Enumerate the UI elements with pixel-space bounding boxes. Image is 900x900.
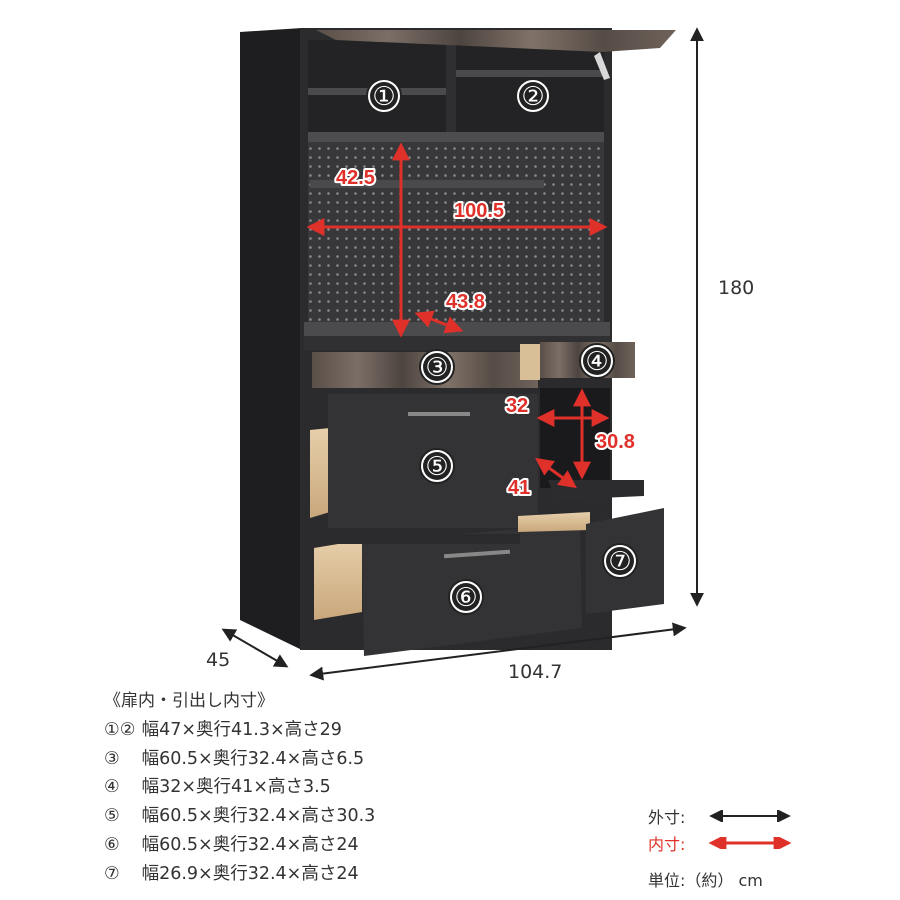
upper-divider bbox=[446, 38, 456, 138]
spec-number: ③ bbox=[104, 748, 120, 769]
compartment-4-number: ④ bbox=[585, 347, 608, 377]
cabinet-side-panel bbox=[240, 28, 302, 650]
spec-text: 幅26.9×奥行32.4×高さ24 bbox=[141, 863, 359, 884]
spec-text: 幅60.5×奥行32.4×高さ24 bbox=[141, 834, 359, 855]
cabinet-diagram: ① ② ③ ④ ⑤ ⑥ ⑦ 42.5 100.5 43.8 32 30.8 41… bbox=[206, 27, 754, 683]
compartment-3-badge bbox=[419, 349, 455, 385]
spec-text: 幅60.5×奥行32.4×高さ6.5 bbox=[141, 748, 365, 769]
compartment-1-number: ① bbox=[372, 82, 395, 112]
slide-depth-label: 41 bbox=[508, 477, 530, 499]
spec-title: 《扉内・引出し内寸》 bbox=[104, 691, 274, 711]
compartment-5-number: ⑤ bbox=[425, 452, 448, 482]
spec-row: ⑤ 幅60.5×奥行32.4×高さ30.3 bbox=[104, 802, 544, 831]
spec-number: ⑦ bbox=[104, 863, 120, 884]
drawer-6-handle bbox=[443, 549, 511, 559]
slide-depth-arrow bbox=[535, 457, 577, 489]
spec-number: ⑤ bbox=[104, 806, 120, 827]
shelf-depth-label: 43.8 bbox=[446, 291, 485, 313]
pegboard-shelf bbox=[310, 180, 544, 188]
upper-bottom-shelf bbox=[308, 132, 604, 142]
shelf-height-label: 42.5 bbox=[336, 167, 375, 189]
flap-hinge bbox=[594, 52, 610, 80]
width-dimension-label: 104.7 bbox=[508, 661, 562, 683]
spec-number: ⑥ bbox=[104, 834, 120, 855]
legend-inner-label: 内寸: bbox=[648, 834, 686, 854]
compartment-2-number: ② bbox=[521, 82, 544, 112]
compartment-labels: ① ② ③ ④ ⑤ ⑥ ⑦ bbox=[366, 78, 638, 615]
shelf-2 bbox=[456, 70, 602, 77]
drawer-7-interior bbox=[518, 512, 590, 532]
height-dimension-label: 180 bbox=[718, 277, 754, 299]
wood-flap bbox=[316, 30, 676, 52]
compartment-7-badge bbox=[602, 543, 638, 579]
drawer-6-box bbox=[310, 534, 520, 544]
slide-width-label: 32 bbox=[506, 395, 528, 417]
legend-inner-row: 内寸: bbox=[648, 829, 848, 856]
legend-outer-arrow-icon bbox=[709, 809, 791, 822]
dimension-legend: 外寸: 内寸: bbox=[648, 802, 848, 856]
width-dimension-arrow bbox=[309, 622, 687, 681]
drawer-6-interior bbox=[314, 540, 362, 620]
compartment-6-badge bbox=[448, 579, 484, 615]
drawer-5-handle bbox=[408, 412, 470, 416]
spec-number: ①② bbox=[104, 720, 136, 740]
spec-text: 幅60.5×奥行32.4×高さ30.3 bbox=[141, 806, 376, 827]
spec-row: ④ 幅32×奥行41×高さ3.5 bbox=[104, 773, 544, 802]
drawer-5-interior bbox=[310, 428, 330, 518]
slide-height-label: 30.8 bbox=[596, 431, 635, 453]
legend-outer-row: 外寸: bbox=[648, 802, 848, 829]
compartment-7-number: ⑦ bbox=[608, 547, 631, 577]
slide-tray bbox=[548, 480, 644, 500]
compartment-1-badge bbox=[366, 78, 402, 114]
drawer-4-tray bbox=[520, 344, 540, 380]
spec-row: ①② 幅47×奥行41.3×高さ29 bbox=[104, 716, 544, 745]
spec-row: ⑦ 幅26.9×奥行32.4×高さ24 bbox=[104, 860, 544, 889]
shelf-width-label: 100.5 bbox=[454, 200, 504, 222]
compartment-4-badge bbox=[579, 343, 615, 379]
spec-text: 幅32×奥行41×高さ3.5 bbox=[141, 777, 331, 798]
spec-number: ④ bbox=[104, 777, 120, 798]
internal-spec-list: 《扉内・引出し内寸》 ①② 幅47×奥行41.3×高さ29 ③ 幅60.5×奥行… bbox=[104, 688, 544, 888]
compartment-6-number: ⑥ bbox=[454, 583, 477, 613]
unit-label: 単位:（約） cm bbox=[648, 871, 763, 890]
legend-outer-label: 外寸: bbox=[648, 807, 686, 827]
compartment-2-badge bbox=[515, 78, 551, 114]
shelf-depth-arrow bbox=[414, 310, 464, 334]
depth-dimension-label: 45 bbox=[206, 649, 230, 671]
depth-dimension-arrow bbox=[221, 628, 289, 668]
compartment-5-badge bbox=[419, 448, 455, 484]
spec-text: 幅47×奥行41.3×高さ29 bbox=[141, 720, 342, 740]
legend-inner-arrow-icon bbox=[708, 836, 792, 849]
spec-row: ⑥ 幅60.5×奥行32.4×高さ24 bbox=[104, 831, 544, 860]
spec-row: ③ 幅60.5×奥行32.4×高さ6.5 bbox=[104, 745, 544, 774]
internal-dimension-arrows bbox=[306, 142, 610, 489]
compartment-3-number: ③ bbox=[425, 353, 448, 383]
